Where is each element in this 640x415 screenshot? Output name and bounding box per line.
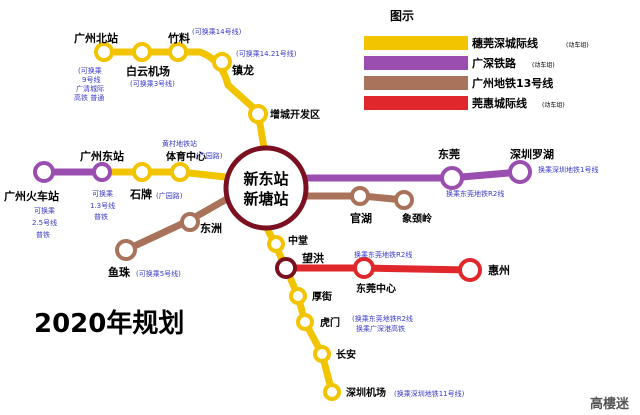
legend-swatch-guanhui [364,96,468,110]
note-shenzhen-airport: (换乘深圳地铁11号线) [394,389,465,398]
station-dongzhou[interactable] [180,212,200,232]
station-yuzhu[interactable] [115,239,137,261]
hub-label-xintang: 新塘站 [243,190,288,208]
label-huangcun: 黄村地铁站 [162,139,197,148]
station-shipai[interactable] [132,162,152,182]
note-luohu: 换乘深圳地铁1号线 [538,165,598,174]
station-zhenlong[interactable] [212,52,232,72]
label-baiyun-airport: 白云机场 [126,64,170,78]
station-changan[interactable] [313,345,331,363]
station-humen[interactable] [296,313,314,331]
note-gz-east-2: 1.3号线 [90,201,115,210]
label-houjie: 厚街 [312,290,332,303]
note-zhuliao: (可换乘14号线) [192,27,242,36]
label-zhuliao: 竹料 [167,31,190,45]
station-zengcheng-dev[interactable] [248,104,268,124]
label-zhenlong: 镇龙 [232,63,254,77]
year-label: 2020年规划 [34,308,184,339]
hub-label-xindong: 新东站 [243,170,288,188]
note-north-4: 高铁 普通 [74,93,104,102]
legend-label-guangshen: 广深铁路 [472,56,517,70]
station-wanghong[interactable] [275,257,297,279]
note-zhenlong: (可换乘14.21号线) [236,49,297,58]
label-tiyu: 体育中心 [166,150,206,163]
label-guanhu: 官湖 [350,211,372,225]
label-dongguan-center: 东莞中心 [356,282,396,295]
watermark-logo: 高樓迷 [590,396,630,412]
note-north-1: (可换乘 [78,66,102,75]
label-guangzhou-east: 广州东站 [80,149,124,163]
station-baiyun-airport[interactable] [132,42,152,62]
guangshen-line-east [300,168,521,182]
note-gz-rail-2: 2.5号线 [32,218,57,227]
label-guangzhou-railway: 广州火车站 [4,189,59,203]
label-shipai: 石牌 [129,187,152,201]
station-shenzhen-luohu[interactable] [508,160,532,184]
label-shenzhen-airport: 深圳机场 [346,386,386,399]
guanhui-line [286,264,471,274]
note-gz-rail-1: 可换乘 [34,206,55,215]
legend-sub-suiguan: (动车组) [566,41,589,49]
station-huizhou[interactable] [458,258,482,282]
note-wanghong: 换乘东莞地铁R2线 [354,250,412,259]
label-dongguan: 东莞 [438,147,460,161]
note-north-2: 9号线 [82,75,100,84]
label-wanghong: 望洪 [302,251,324,265]
station-shenzhen-airport[interactable] [323,383,341,401]
note-gz-east-3: 普铁 [94,212,108,221]
note-airport: (可换乘3号线) [130,79,175,88]
label-zengcheng-dev: 增城开发区 [270,108,320,121]
station-guangzhou-north[interactable] [94,42,114,62]
station-xiangyingling[interactable] [394,190,414,210]
label-shenzhen-luohu: 深圳罗湖 [510,147,554,161]
note-humen-1: (换乘东莞地铁R2线 [352,314,413,323]
legend-sub-guangshen: (动车组) [532,61,555,69]
note-humen-2: 换乘广深港高铁 [356,324,405,333]
label-huizhou: 惠州 [488,263,510,277]
note-dongguan: 换乘东莞地铁R2线 [446,189,504,198]
hub-station-ring[interactable] [223,145,309,231]
station-zhongtang[interactable] [267,235,285,253]
note-gz-rail-3: 普铁 [36,230,50,239]
legend-title: 图示 [390,9,414,23]
label-xiangyingling: 象颈岭 [402,212,432,225]
legend: 图示 穗莞深城际线 (动车组) 广深铁路 (动车组) 广州地铁13号线 莞惠城际… [364,9,589,110]
legend-swatch-metro13 [364,76,468,90]
note-shipai: (广园路) [156,191,183,200]
label-zhongtang: 中堂 [288,234,308,247]
station-guanhu[interactable] [350,186,370,206]
station-houjie[interactable] [289,287,307,305]
legend-label-guanhui: 莞惠城际线 [471,96,527,110]
label-changan: 长安 [336,348,356,361]
station-dongguan[interactable] [440,166,464,190]
label-humen: 虎门 [320,316,340,329]
note-north-3: 广清城际 [76,84,104,93]
station-guangzhou-railway[interactable] [33,161,55,183]
legend-label-metro13: 广州地铁13号线 [472,76,553,90]
legend-sub-guanhui: (动车组) [542,101,565,109]
station-tiyu[interactable] [170,162,190,182]
note-yuzhu: (可换乘5号线) [136,269,181,278]
station-dongguan-center[interactable] [353,257,375,279]
station-guangzhou-east[interactable] [92,162,112,182]
label-guangzhou-north: 广州北站 [74,31,118,45]
station-zhuliao[interactable] [168,42,188,62]
note-tiyu: (广园路) [196,151,223,160]
label-dongzhou: 东洲 [200,221,222,235]
label-yuzhu: 鱼珠 [108,265,131,279]
legend-swatch-guangshen [364,56,468,70]
legend-label-suiguan: 穗莞深城际线 [472,36,538,50]
legend-swatch-suiguan [364,36,468,50]
note-gz-east-1: 可换乘 [92,189,113,198]
